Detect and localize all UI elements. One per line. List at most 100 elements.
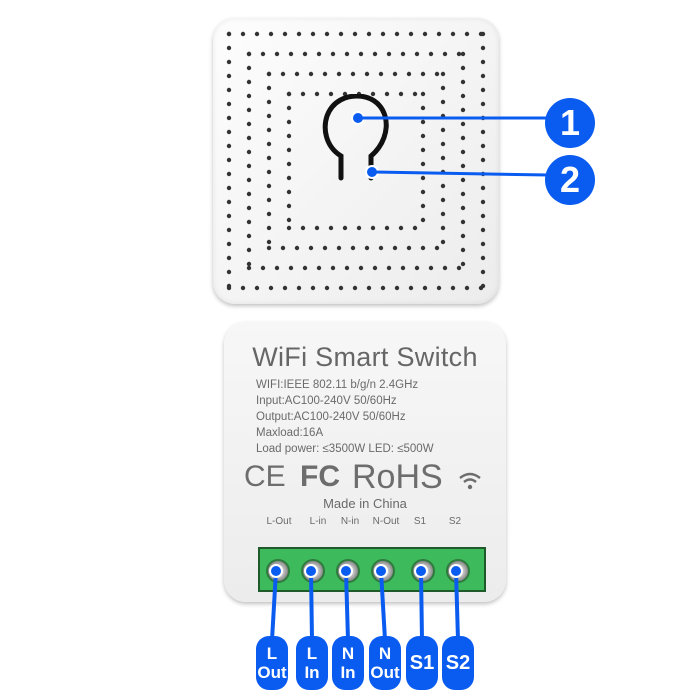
vent-hole xyxy=(266,141,272,147)
badge-text: Out xyxy=(257,663,287,682)
vent-hole xyxy=(300,91,306,97)
terminal-label-s1: S1 xyxy=(413,516,427,527)
vent-hole xyxy=(450,285,456,291)
badge-text: N xyxy=(378,644,392,663)
vent-hole xyxy=(440,197,446,203)
vent-hole xyxy=(420,175,426,181)
vent-hole xyxy=(246,51,252,57)
spec-load-power: Load power: ≤3500W LED: ≤500W xyxy=(256,443,434,455)
vent-hole xyxy=(450,31,456,37)
vent-hole xyxy=(226,31,232,37)
vent-hole xyxy=(266,155,272,161)
vent-hole xyxy=(434,245,440,251)
wifi-icon xyxy=(459,472,481,490)
vent-hole xyxy=(330,265,336,271)
vent-hole xyxy=(302,265,308,271)
vent-hole xyxy=(274,51,280,57)
vent-hole xyxy=(266,183,272,189)
vent-hole xyxy=(266,71,272,77)
vent-hole xyxy=(300,225,306,231)
vent-hole xyxy=(336,245,342,251)
vent-hole xyxy=(394,31,400,37)
callout-dot xyxy=(414,564,428,578)
vent-hole xyxy=(246,149,252,155)
vent-hole xyxy=(274,265,280,271)
vent-hole xyxy=(378,245,384,251)
vent-hole xyxy=(246,247,252,253)
vent-hole xyxy=(266,245,272,251)
vent-hole xyxy=(364,245,370,251)
vent-hole xyxy=(386,51,392,57)
vent-hole xyxy=(460,65,466,71)
vent-hole xyxy=(246,205,252,211)
vent-hole xyxy=(308,245,314,251)
vent-hole xyxy=(420,217,426,223)
callout-line xyxy=(379,570,387,640)
vent-hole xyxy=(420,71,426,77)
vent-hole xyxy=(366,31,372,37)
vent-hole xyxy=(460,79,466,85)
vent-hole xyxy=(370,225,376,231)
vent-hole xyxy=(226,227,232,233)
vent-hole xyxy=(322,245,328,251)
callout-dot xyxy=(269,564,283,578)
vent-hole xyxy=(480,283,486,289)
vent-hole xyxy=(286,105,292,111)
vent-hole xyxy=(286,225,292,231)
vent-hole xyxy=(420,147,426,153)
vent-holes xyxy=(226,31,486,291)
vent-hole xyxy=(266,127,272,133)
callout-dot xyxy=(449,564,463,578)
vent-hole xyxy=(226,59,232,65)
vent-hole xyxy=(480,157,486,163)
vent-hole xyxy=(480,143,486,149)
vent-hole xyxy=(226,255,232,261)
vent-hole xyxy=(266,85,272,91)
vent-hole xyxy=(460,177,466,183)
vent-hole xyxy=(460,135,466,141)
vent-hole xyxy=(336,71,342,77)
vent-hole xyxy=(254,31,260,37)
vent-hole xyxy=(350,71,356,77)
vent-hole xyxy=(286,203,292,209)
vent-hole xyxy=(314,91,320,97)
badge-text: S1 xyxy=(409,651,435,674)
vent-hole xyxy=(226,157,232,163)
vent-hole xyxy=(370,91,376,97)
vent-hole xyxy=(460,121,466,127)
callout-line xyxy=(454,570,460,640)
vent-hole xyxy=(324,31,330,37)
vent-hole xyxy=(464,285,470,291)
vent-hole xyxy=(358,51,364,57)
vent-hole xyxy=(440,141,446,147)
badge-s2: S2 xyxy=(442,636,474,690)
vent-hole xyxy=(226,283,232,289)
push-button-icon[interactable] xyxy=(321,94,391,190)
vent-hole xyxy=(428,51,434,57)
vent-hole xyxy=(460,93,466,99)
vent-hole xyxy=(338,31,344,37)
vent-hole xyxy=(480,73,486,79)
vent-hole xyxy=(440,239,446,245)
vent-hole xyxy=(436,285,442,291)
vent-hole xyxy=(460,247,466,253)
spec-wifi: WIFI:IEEE 802.11 b/g/n 2.4GHz xyxy=(256,379,419,391)
terminal-block xyxy=(258,547,486,592)
vent-hole xyxy=(480,185,486,191)
vent-hole xyxy=(330,51,336,57)
vent-hole xyxy=(392,71,398,77)
vent-hole xyxy=(226,241,232,247)
vent-hole xyxy=(480,213,486,219)
callout-dot xyxy=(374,564,388,578)
vent-hole xyxy=(226,213,232,219)
vent-hole xyxy=(246,163,252,169)
vent-hole xyxy=(422,285,428,291)
vent-hole xyxy=(254,285,260,291)
vent-hole xyxy=(226,199,232,205)
vent-hole xyxy=(480,227,486,233)
vent-hole xyxy=(314,225,320,231)
vent-hole xyxy=(480,199,486,205)
vent-hole xyxy=(380,31,386,37)
